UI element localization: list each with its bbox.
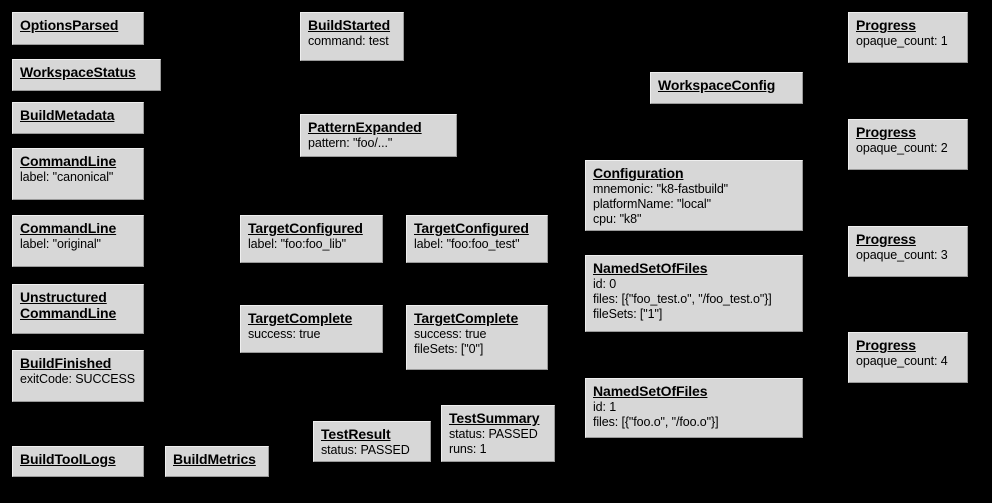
node-fields: label: "canonical" <box>20 170 137 185</box>
node-fields: label: "foo:foo_lib" <box>248 237 376 252</box>
node-title: BuildFinished <box>20 355 112 371</box>
node-field: exitCode: SUCCESS <box>20 372 136 386</box>
node-title: Progress <box>856 337 916 353</box>
node-title: Progress <box>856 17 916 33</box>
node-field: id: 0 <box>593 277 617 291</box>
node-field: runs: 1 <box>449 442 487 456</box>
node-field: mnemonic: "k8-fastbuild" <box>593 182 729 196</box>
node-title: WorkspaceConfig <box>658 77 776 93</box>
node-workspace-config[interactable]: WorkspaceConfig <box>650 72 803 104</box>
node-field: opaque_count: 2 <box>856 141 948 155</box>
node-title: TargetConfigured <box>248 220 363 236</box>
node-title: NamedSetOfFiles <box>593 260 708 276</box>
node-title: TargetConfigured <box>414 220 529 236</box>
node-field: files: [{"foo_test.o", "/foo_test.o"}] <box>593 292 772 306</box>
node-fields: opaque_count: 1 <box>856 34 961 49</box>
node-title: WorkspaceStatus <box>20 64 136 80</box>
node-field: fileSets: ["1"] <box>593 307 663 321</box>
node-field: files: [{"foo.o", "/foo.o"}] <box>593 415 719 429</box>
node-title: Progress <box>856 124 916 140</box>
node-build-metadata[interactable]: BuildMetadata <box>12 102 144 134</box>
node-field: label: "canonical" <box>20 170 114 184</box>
node-title: TargetComplete <box>414 310 519 326</box>
node-fields: status: PASSED <box>321 443 424 458</box>
node-title: Unstructured CommandLine <box>20 289 117 321</box>
node-field: status: PASSED <box>321 443 410 457</box>
node-title: Progress <box>856 231 916 247</box>
node-field: label: "original" <box>20 237 101 251</box>
node-field: label: "foo:foo_test" <box>414 237 520 251</box>
node-field: pattern: "foo/..." <box>308 136 393 150</box>
node-options-parsed[interactable]: OptionsParsed <box>12 12 144 45</box>
node-workspace-status[interactable]: WorkspaceStatus <box>12 59 161 91</box>
node-title: Configuration <box>593 165 684 181</box>
node-title: TargetComplete <box>248 310 353 326</box>
node-fields: mnemonic: "k8-fastbuild"platformName: "l… <box>593 182 796 227</box>
node-title: BuildMetadata <box>20 107 115 123</box>
node-field: platformName: "local" <box>593 197 711 211</box>
node-title: PatternExpanded <box>308 119 422 135</box>
node-title: OptionsParsed <box>20 17 119 33</box>
node-title: CommandLine <box>20 153 117 169</box>
node-unstructured-command-line[interactable]: Unstructured CommandLine <box>12 284 144 334</box>
node-field: opaque_count: 1 <box>856 34 948 48</box>
node-fields: success: true <box>248 327 376 342</box>
node-build-metrics[interactable]: BuildMetrics <box>165 446 269 477</box>
node-title: BuildToolLogs <box>20 451 116 467</box>
node-fields: label: "foo:foo_test" <box>414 237 541 252</box>
node-fields: opaque_count: 2 <box>856 141 961 156</box>
node-title: TestResult <box>321 426 391 442</box>
node-fields: pattern: "foo/..." <box>308 136 450 151</box>
node-title: BuildStarted <box>308 17 391 33</box>
node-field: id: 1 <box>593 400 617 414</box>
node-field: opaque_count: 4 <box>856 354 948 368</box>
node-fields: exitCode: SUCCESS <box>20 372 137 387</box>
node-title: NamedSetOfFiles <box>593 383 708 399</box>
node-fields: opaque_count: 3 <box>856 248 961 263</box>
node-field: opaque_count: 3 <box>856 248 948 262</box>
node-field: success: true <box>248 327 321 341</box>
node-field: label: "foo:foo_lib" <box>248 237 346 251</box>
node-field: fileSets: ["0"] <box>414 342 484 356</box>
node-fields: command: test <box>308 34 397 49</box>
node-field: success: true <box>414 327 487 341</box>
node-title: CommandLine <box>20 220 117 236</box>
node-field: command: test <box>308 34 389 48</box>
node-fields: opaque_count: 4 <box>856 354 961 369</box>
node-build-tool-logs[interactable]: BuildToolLogs <box>12 446 144 477</box>
node-field: cpu: "k8" <box>593 212 642 226</box>
node-title: BuildMetrics <box>173 451 256 467</box>
node-field: status: PASSED <box>449 427 538 441</box>
node-fields: label: "original" <box>20 237 137 252</box>
node-title: TestSummary <box>449 410 540 426</box>
